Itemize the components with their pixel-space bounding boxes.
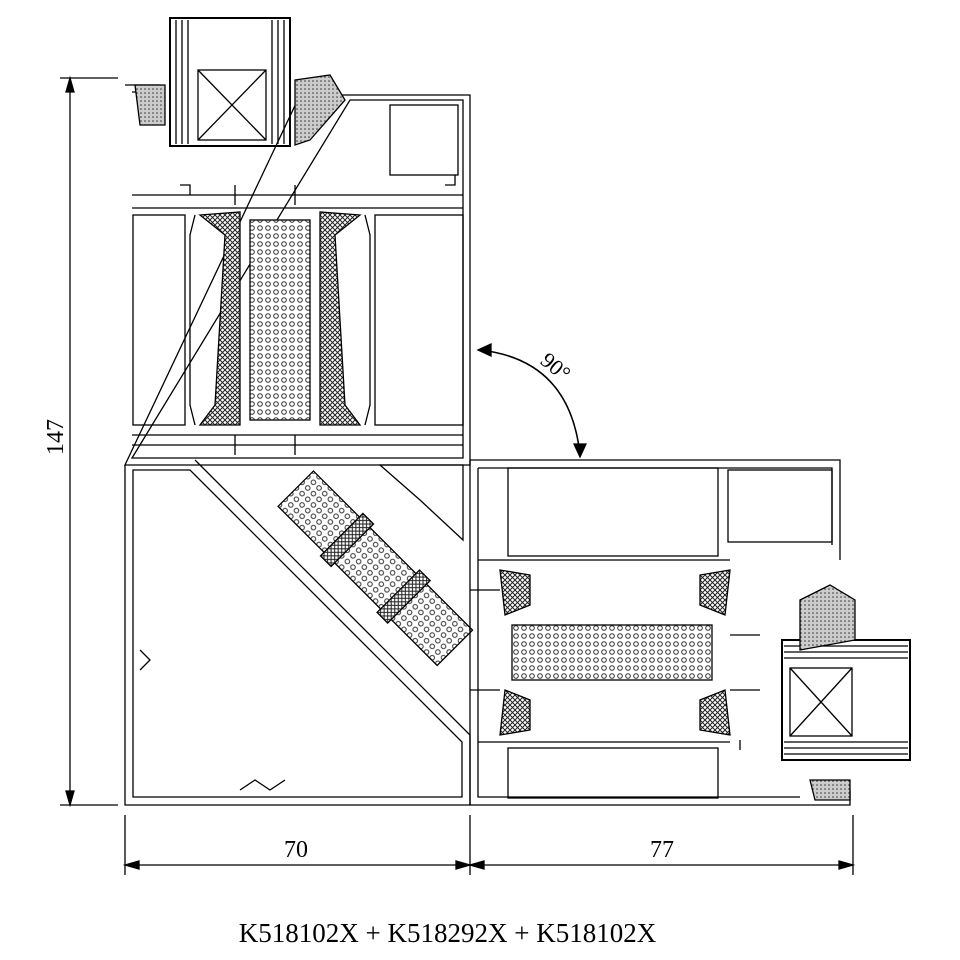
left-width-dimension-label: 70 — [284, 837, 308, 863]
dimension-lines — [60, 75, 856, 875]
gaskets-right — [499, 569, 731, 736]
gasket-top-left — [198, 211, 241, 426]
profile-codes-caption: K518102X + K518292X + K518102X — [238, 918, 657, 948]
glass-unit-top — [169, 17, 291, 147]
seal-top-right — [294, 74, 346, 146]
gasket-top-right — [319, 211, 362, 426]
right-frame-profile — [469, 459, 851, 806]
seal-right-bottom — [809, 779, 851, 801]
thermal-break-right — [511, 624, 713, 681]
glass-unit-right — [781, 639, 911, 761]
seal-right-top — [799, 584, 856, 651]
seal-top-left — [134, 84, 166, 126]
angle-arc — [476, 342, 588, 459]
thermal-break-top — [249, 219, 311, 421]
thermal-break-diagonal — [277, 470, 474, 667]
right-width-dimension-label: 77 — [650, 837, 674, 863]
height-dimension-label: 147 — [43, 419, 69, 455]
